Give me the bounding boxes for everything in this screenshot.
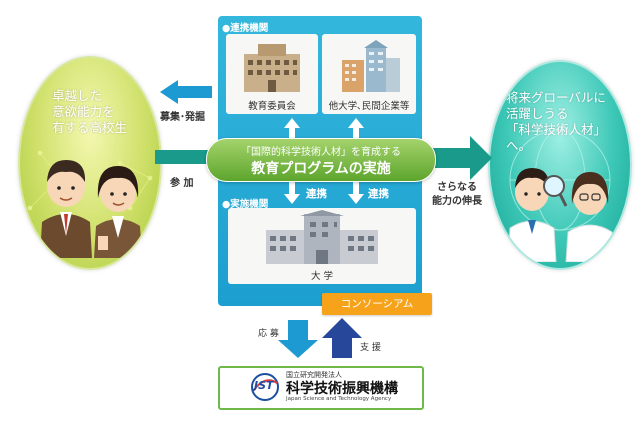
participate-label: 参 加 bbox=[170, 178, 194, 189]
other-partners-card: 他大学､民間企業等 bbox=[322, 34, 416, 114]
consortium-label: コンソーシアム bbox=[340, 298, 414, 310]
students-line-1: 卓越した bbox=[52, 88, 103, 103]
jst-logo-icon bbox=[251, 373, 279, 401]
consortium-badge: コンソーシアム bbox=[322, 293, 432, 315]
recruit-label: 募集･発掘 bbox=[160, 112, 205, 123]
support-arrow bbox=[322, 318, 362, 358]
growth-label-1: さらなる bbox=[437, 182, 477, 193]
other-caption: 他大学､民間企業等 bbox=[328, 101, 410, 112]
future-line-2: 活躍しうる bbox=[506, 106, 569, 121]
jst-org-name: 科学技術振興機構 bbox=[286, 381, 398, 397]
students-line-2: 意欲能力を bbox=[52, 104, 115, 119]
students-group: 卓越した 意欲能力を 有する高校生 bbox=[18, 56, 162, 270]
future-talent-group: 将来グローバルに 活躍しうる 「科学技術人材」へ。 bbox=[488, 60, 632, 270]
participate-arrow bbox=[155, 150, 215, 164]
link-label-left: 連携 bbox=[306, 188, 327, 200]
students-line-3: 有する高校生 bbox=[52, 120, 128, 135]
university-building-icon bbox=[266, 210, 378, 264]
university-card: 大 学 bbox=[228, 208, 416, 284]
company-buildings-icon bbox=[342, 40, 400, 92]
board-caption: 教育委員会 bbox=[248, 101, 296, 112]
students-text: 卓越した 意欲能力を 有する高校生 bbox=[52, 88, 127, 136]
jst-org-english: Japan Science and Technology Agency bbox=[286, 396, 392, 402]
link-label-right: 連携 bbox=[368, 188, 389, 200]
implementing-label: ●実施機関 bbox=[222, 199, 269, 210]
apply-arrow bbox=[278, 320, 318, 358]
support-label: 支 援 bbox=[360, 343, 381, 353]
program-banner: 「国際的科学技術人材」を育成する 教育プログラムの実施 bbox=[206, 138, 436, 182]
recruit-arrow bbox=[160, 80, 212, 104]
board-building-icon bbox=[244, 44, 300, 92]
jst-box: JST 国立研究開発法人 科学技術振興機構 Japan Science and … bbox=[218, 366, 424, 410]
banner-line-2: 教育プログラムの実施 bbox=[251, 161, 391, 177]
university-caption: 大 学 bbox=[310, 271, 334, 282]
future-line-3: 「科学技術人材」へ。 bbox=[506, 122, 607, 153]
students-illustration bbox=[40, 160, 142, 258]
growth-label-2: 能力の伸長 bbox=[432, 196, 482, 207]
apply-label: 応 募 bbox=[258, 329, 279, 339]
banner-line-1: 「国際的科学技術人材」を育成する bbox=[241, 147, 401, 158]
future-text: 将来グローバルに 活躍しうる 「科学技術人材」へ。 bbox=[506, 90, 630, 154]
jst-org-small: 国立研究開発法人 bbox=[286, 371, 342, 379]
scientists-illustration bbox=[507, 168, 615, 262]
future-line-1: 将来グローバルに bbox=[506, 90, 606, 105]
board-of-education-card: 教育委員会 bbox=[226, 34, 318, 114]
jst-logo-text: JST bbox=[254, 379, 274, 392]
growth-arrow bbox=[430, 136, 492, 180]
partner-label: ●連携機関 bbox=[222, 23, 269, 34]
